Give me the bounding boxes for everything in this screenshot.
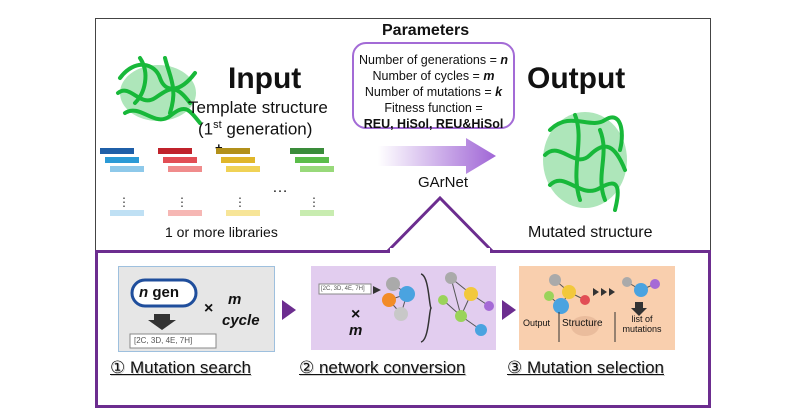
library-bar bbox=[168, 210, 202, 216]
template-protein-icon bbox=[116, 56, 202, 125]
parameters-box: Number of generations = n Number of cycl… bbox=[352, 42, 515, 131]
first-generation-label: (1st generation) bbox=[198, 119, 313, 139]
mutation-list-2: [2C, 3D, 4E, 7H] bbox=[321, 286, 365, 292]
library-bar bbox=[226, 166, 260, 172]
library-ellipsis: ⋮ bbox=[176, 195, 188, 209]
step2-label: ② network conversion bbox=[299, 358, 466, 377]
list-of-mutations-label: list of mutations bbox=[622, 314, 662, 334]
library-bar bbox=[110, 210, 144, 216]
m-var-2: m bbox=[349, 322, 363, 339]
library-ellipsis: ⋮ bbox=[118, 195, 130, 209]
library-ellipsis: ⋮ bbox=[234, 195, 246, 209]
param-cycles: Number of cycles = m bbox=[372, 69, 495, 83]
step3-label: ③ Mutation selection bbox=[507, 358, 664, 377]
library-bar bbox=[105, 157, 139, 163]
mutated-structure-caption: Mutated structure bbox=[528, 224, 653, 241]
library-bar bbox=[290, 148, 324, 154]
output-title: Output bbox=[527, 62, 626, 95]
template-structure-label: Template structure bbox=[188, 98, 328, 117]
mutation-search-graphic bbox=[129, 278, 217, 349]
garnet-label: GArNet bbox=[418, 174, 469, 191]
structure-small-label: Structure bbox=[562, 318, 603, 329]
library-bar bbox=[168, 166, 202, 172]
mutation-selection-panel bbox=[519, 266, 675, 350]
svg-text:…: … bbox=[272, 179, 288, 196]
library-ellipsis: ⋮ bbox=[308, 195, 320, 209]
garnet-arrow bbox=[378, 138, 496, 174]
param-generations: Number of generations = n bbox=[358, 53, 509, 67]
callout-triangle bbox=[385, 195, 495, 254]
library-bar bbox=[295, 157, 329, 163]
callout-gap bbox=[390, 248, 490, 254]
parameters-title: Parameters bbox=[382, 22, 470, 39]
library-bar bbox=[300, 210, 334, 216]
input-title: Input bbox=[228, 62, 302, 95]
param-mutations: Number of mutations = k bbox=[364, 85, 503, 99]
output-small-label: Output bbox=[523, 318, 551, 328]
selection-graphic bbox=[544, 274, 660, 342]
chevron-right-icon bbox=[502, 300, 516, 320]
library-bar bbox=[221, 157, 255, 163]
param-fitness-values: REU, HiSol, REU&HiSol bbox=[363, 117, 504, 131]
library-bar bbox=[226, 210, 260, 216]
library-bar bbox=[158, 148, 192, 154]
libraries-caption: 1 or more libraries bbox=[165, 224, 278, 240]
chevron-right-icon bbox=[282, 300, 296, 320]
plus-sign: + bbox=[215, 140, 223, 155]
library-bar bbox=[100, 148, 134, 154]
param-fitness: Fitness function = bbox=[384, 101, 483, 115]
library-bar bbox=[300, 166, 334, 172]
mutation-list-1: [2C, 3D, 4E, 7H] bbox=[134, 336, 193, 345]
n-gen-label: n gen bbox=[139, 284, 180, 301]
mutated-protein-icon bbox=[543, 112, 627, 212]
library-bar bbox=[163, 157, 197, 163]
library-bar bbox=[216, 148, 250, 154]
step1-label: ① Mutation search bbox=[110, 358, 251, 377]
libraries-graphic: ⋮ ⋮ ⋮ ⋮ … bbox=[100, 148, 334, 216]
cycle-label: cycle bbox=[222, 312, 260, 329]
m-var-1: m bbox=[228, 291, 242, 308]
network-graphic bbox=[318, 272, 494, 343]
times-sign-2: × bbox=[351, 306, 361, 323]
library-bar bbox=[110, 166, 144, 172]
times-sign-1: × bbox=[204, 300, 214, 317]
